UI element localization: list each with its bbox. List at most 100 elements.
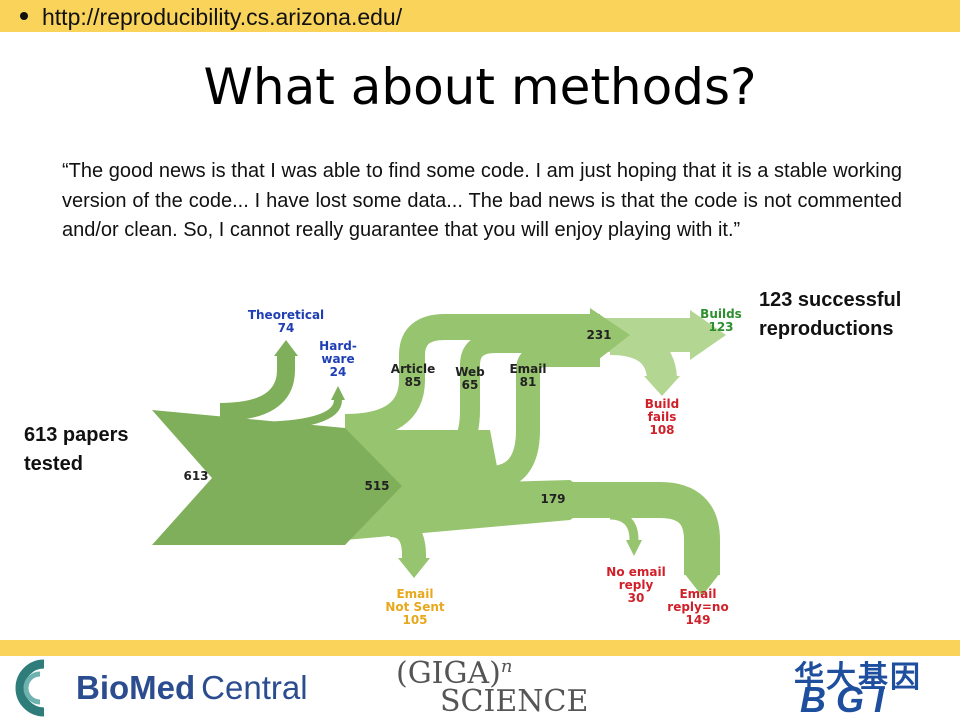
- svg-text:613: 613: [183, 469, 208, 483]
- value-web: 65: [462, 378, 479, 392]
- arrow-no-email-reply: [626, 540, 642, 556]
- bottom-banner: [0, 640, 960, 656]
- bgi-english: BGI: [800, 679, 895, 720]
- top-banner: [0, 0, 960, 32]
- sankey-diagram: 613 515 179 231 Theoretical 74 Hard- war…: [152, 307, 742, 627]
- label-theoretical: Theoretical: [248, 308, 324, 322]
- value-article: 85: [405, 375, 422, 389]
- flow-515: [345, 430, 600, 540]
- flow-article: [344, 314, 600, 440]
- papers-line-1: 613 papers: [24, 424, 129, 446]
- success-annotation: 123 successful reproductions: [759, 286, 901, 344]
- success-line-2: reproductions: [759, 318, 894, 340]
- label-no-email-reply-2: reply: [619, 578, 654, 592]
- svg-text:Theoretical: Theoretical: [248, 308, 324, 322]
- papers-line-2: tested: [24, 453, 83, 475]
- svg-text:Email: Email: [396, 587, 433, 601]
- papers-annotation: 613 papers tested: [24, 421, 129, 479]
- svg-text:Email: Email: [679, 587, 716, 601]
- flow-build-fails: [609, 325, 677, 380]
- svg-text:231: 231: [586, 328, 611, 342]
- label-179: 179: [540, 492, 565, 506]
- arrow-231: [590, 308, 630, 366]
- label-build-fails-2: fails: [648, 410, 677, 424]
- arrow-email-not-sent: [398, 558, 430, 578]
- label-email-not-sent-2: Not Sent: [385, 600, 445, 614]
- label-no-email-reply-1: No email: [606, 565, 665, 579]
- svg-text:81: 81: [520, 375, 537, 389]
- bullet-icon: [20, 11, 28, 20]
- svg-text:Build: Build: [645, 397, 680, 411]
- giga-paren: ): [489, 656, 501, 691]
- label-email: Email: [509, 362, 546, 376]
- svg-text:24: 24: [330, 365, 347, 379]
- arrow-theoretical: [274, 340, 298, 356]
- svg-text:fails: fails: [648, 410, 677, 424]
- svg-text:reply=no: reply=no: [667, 600, 728, 614]
- flow-theoretical: [219, 355, 295, 421]
- svg-text:reply: reply: [619, 578, 654, 592]
- svg-text:No email: No email: [606, 565, 665, 579]
- arrow-builds: [690, 310, 726, 360]
- science-word: SCIENCE: [440, 684, 589, 719]
- svg-text:Email: Email: [509, 362, 546, 376]
- slide-title: What about methods?: [203, 58, 757, 116]
- svg-text:Builds: Builds: [700, 307, 742, 321]
- flow-613: [152, 410, 402, 545]
- label-builds: Builds: [700, 307, 742, 321]
- giga-sup: n: [500, 656, 513, 677]
- arrow-build-fails: [644, 376, 680, 396]
- value-theoretical: 74: [278, 321, 295, 335]
- value-email-reply-no: 149: [685, 613, 710, 627]
- svg-text:85: 85: [405, 375, 422, 389]
- label-email-not-sent-1: Email: [396, 587, 433, 601]
- svg-text:65: 65: [462, 378, 479, 392]
- quote-text: “The good news is that I was able to fin…: [62, 160, 902, 241]
- success-line-1: 123 successful: [759, 289, 902, 311]
- bgi-logo: 华大基因 BGI: [790, 652, 950, 718]
- value-builds: 123: [708, 320, 733, 334]
- svg-text:30: 30: [628, 591, 645, 605]
- value-no-email-reply: 30: [628, 591, 645, 605]
- svg-text:ware: ware: [321, 352, 354, 366]
- svg-text:Article: Article: [391, 362, 435, 376]
- label-hardware-1: Hard-: [319, 339, 357, 353]
- label-231: 231: [586, 328, 611, 342]
- svg-text:105: 105: [402, 613, 427, 627]
- svg-text:Web: Web: [455, 365, 485, 379]
- label-613: 613: [183, 469, 208, 483]
- svg-text:149: 149: [685, 613, 710, 627]
- url-bullet[interactable]: http://reproducibility.cs.arizona.edu/: [20, 4, 402, 31]
- label-515: 515: [364, 479, 389, 493]
- url-link[interactable]: http://reproducibility.cs.arizona.edu/: [42, 4, 403, 30]
- svg-text:123: 123: [708, 320, 733, 334]
- svg-text:Not Sent: Not Sent: [385, 600, 445, 614]
- svg-text:108: 108: [649, 423, 674, 437]
- value-email-not-sent: 105: [402, 613, 427, 627]
- biomed-ring-icon: [15, 659, 45, 717]
- arrow-email-reply-no: [684, 573, 720, 596]
- gigascience-logo: (GIGA)n SCIENCE: [396, 650, 596, 720]
- label-article: Article: [391, 362, 435, 376]
- central-word: Central: [201, 669, 308, 706]
- flow-email: [489, 343, 600, 490]
- giga-word: (GIGA: [396, 656, 490, 691]
- bgi-chinese: 华大基因: [794, 661, 922, 694]
- label-hardware-2: ware: [321, 352, 354, 366]
- label-build-fails-1: Build: [645, 397, 680, 411]
- svg-text:515: 515: [364, 479, 389, 493]
- label-email-reply-no-2: reply=no: [667, 600, 728, 614]
- value-build-fails: 108: [649, 423, 674, 437]
- value-email: 81: [520, 375, 537, 389]
- value-hardware: 24: [330, 365, 347, 379]
- flow-email-reply-no: [570, 482, 720, 575]
- svg-text:Hard-: Hard-: [319, 339, 357, 353]
- svg-text:74: 74: [278, 321, 295, 335]
- arrow-hardware: [331, 386, 345, 400]
- label-web: Web: [455, 365, 485, 379]
- svg-text:179: 179: [540, 492, 565, 506]
- biomed-word: BioMed: [76, 669, 196, 706]
- label-email-reply-no-1: Email: [679, 587, 716, 601]
- flow-no-email-reply: [609, 510, 639, 541]
